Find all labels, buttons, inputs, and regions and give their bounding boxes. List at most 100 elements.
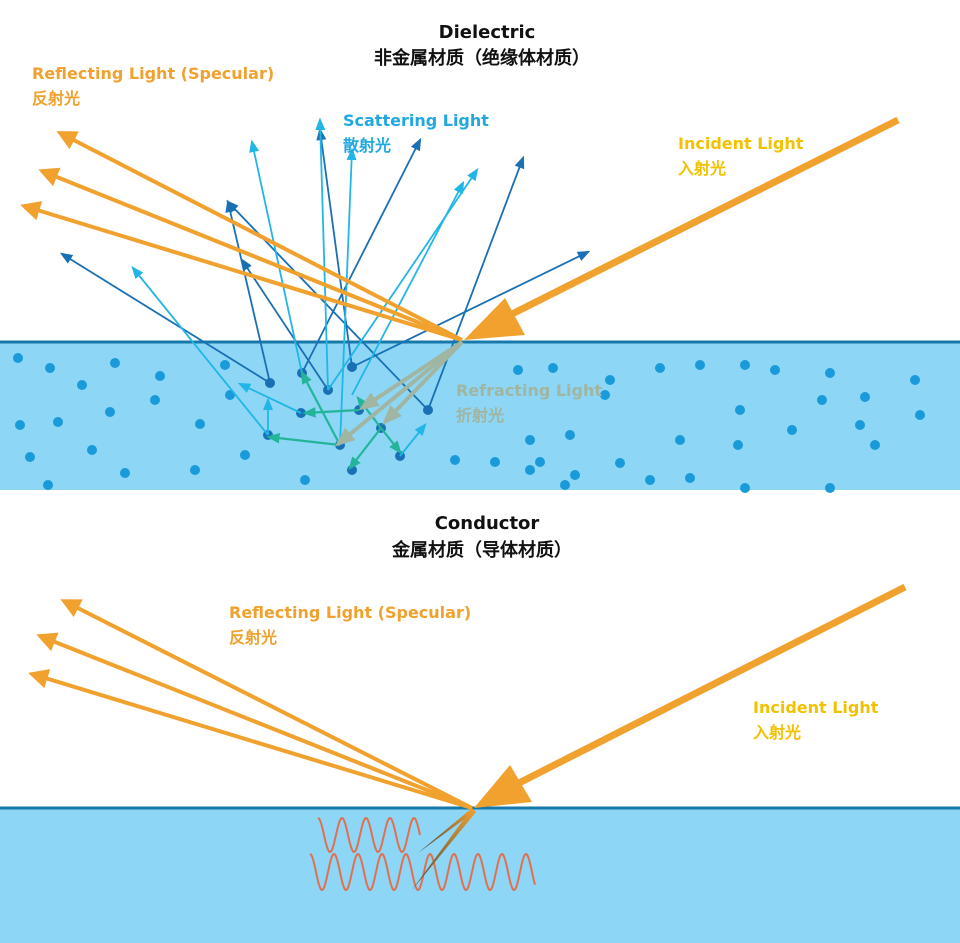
dielectric-reflect-label-cn: 反射光 bbox=[32, 89, 80, 108]
reflect-ray bbox=[28, 669, 473, 810]
conductor-incident-ray bbox=[474, 583, 907, 808]
particle bbox=[490, 457, 500, 467]
refracting-rays bbox=[334, 340, 464, 447]
scatter-label-cn: 散射光 bbox=[343, 136, 391, 155]
wave bbox=[317, 816, 421, 854]
particle bbox=[735, 405, 745, 415]
particle bbox=[195, 419, 205, 429]
particle bbox=[513, 365, 523, 375]
refract-label-cn: 折射光 bbox=[456, 406, 504, 425]
scatter-ray-light bbox=[237, 382, 302, 414]
particle bbox=[570, 470, 580, 480]
dielectric-reflect-label: Reflecting Light (Specular) bbox=[32, 64, 274, 83]
particle bbox=[560, 480, 570, 490]
reflect-ray bbox=[56, 131, 463, 342]
particle bbox=[120, 468, 130, 478]
dielectric-title: Dielectric bbox=[439, 22, 536, 43]
conductor-reflect-label-cn: 反射光 bbox=[229, 628, 277, 647]
scatter-label: Scattering Light bbox=[343, 111, 489, 130]
particle bbox=[675, 435, 685, 445]
scatter-ray-internal bbox=[348, 427, 382, 471]
particle bbox=[548, 363, 558, 373]
scatter-ray-internal bbox=[302, 407, 360, 418]
absorbed-waves bbox=[309, 816, 536, 892]
dielectric-incident-ray bbox=[464, 116, 900, 340]
particle bbox=[870, 440, 880, 450]
particle bbox=[525, 435, 535, 445]
particle bbox=[855, 420, 865, 430]
particle bbox=[910, 375, 920, 385]
conductor-incident-label-cn: 入射光 bbox=[753, 723, 801, 742]
particle bbox=[733, 440, 743, 450]
particle bbox=[190, 465, 200, 475]
particle bbox=[15, 420, 25, 430]
scatter-ray-light bbox=[399, 423, 427, 457]
dielectric-incident-label-cn: 入射光 bbox=[678, 159, 726, 178]
conductor-incident-label: Incident Light bbox=[753, 698, 879, 717]
scatter-ray-internal bbox=[300, 370, 341, 446]
reflect-ray bbox=[38, 167, 463, 342]
particle bbox=[605, 375, 615, 385]
particle bbox=[300, 475, 310, 485]
wave bbox=[309, 852, 536, 892]
particle bbox=[25, 452, 35, 462]
reflect-ray bbox=[36, 632, 473, 810]
particle bbox=[240, 450, 250, 460]
particle bbox=[535, 457, 545, 467]
particle bbox=[825, 368, 835, 378]
particle bbox=[825, 483, 835, 493]
refract-ray bbox=[358, 340, 464, 411]
scattering-rays bbox=[59, 117, 591, 475]
particle bbox=[817, 395, 827, 405]
scatter-ray-dark bbox=[351, 250, 591, 368]
absorbed-rays bbox=[412, 808, 476, 890]
scatter-ray-dark bbox=[316, 127, 353, 368]
particle bbox=[53, 417, 63, 427]
particle bbox=[150, 395, 160, 405]
particle bbox=[220, 360, 230, 370]
scatter-ray-dark bbox=[59, 252, 271, 384]
particle bbox=[770, 365, 780, 375]
scatter-ray-dark bbox=[427, 155, 525, 411]
particle bbox=[615, 458, 625, 468]
scatter-ray-light bbox=[315, 117, 329, 391]
scatter-ray-dark bbox=[240, 257, 329, 391]
particle bbox=[645, 475, 655, 485]
particle bbox=[43, 480, 53, 490]
scatter-ray-dark bbox=[225, 199, 271, 384]
particle bbox=[45, 363, 55, 373]
particle bbox=[450, 455, 460, 465]
particle bbox=[600, 390, 610, 400]
dielectric-medium bbox=[0, 342, 960, 490]
particle bbox=[787, 425, 797, 435]
particle bbox=[565, 430, 575, 440]
particle bbox=[740, 360, 750, 370]
dielectric-subtitle: 非金属材质（绝缘体材质） bbox=[374, 47, 590, 69]
dielectric-reflected-rays bbox=[20, 131, 463, 342]
particles bbox=[13, 353, 925, 493]
particle bbox=[105, 407, 115, 417]
scatter-ray-internal bbox=[380, 427, 402, 455]
scatter-ray-dark bbox=[301, 137, 422, 374]
particle bbox=[155, 371, 165, 381]
particle bbox=[110, 358, 120, 368]
dielectric-incident-label: Incident Light bbox=[678, 134, 804, 153]
particle bbox=[87, 445, 97, 455]
scatter-ray-light bbox=[351, 180, 465, 396]
particle bbox=[740, 483, 750, 493]
reflect-ray bbox=[60, 599, 473, 810]
particle bbox=[915, 410, 925, 420]
conductor-reflected-rays bbox=[28, 599, 473, 810]
scatter-ray-light bbox=[339, 147, 357, 446]
conductor-medium bbox=[0, 808, 960, 943]
conductor-subtitle: 金属材质（导体材质） bbox=[391, 539, 572, 561]
scatter-ray-light bbox=[249, 139, 303, 374]
scatter-ray-light bbox=[327, 167, 479, 391]
refract-label: Refracting Light bbox=[456, 381, 602, 400]
particle bbox=[685, 473, 695, 483]
particle bbox=[655, 363, 665, 373]
scatter-ray-light bbox=[131, 266, 269, 436]
reflect-ray bbox=[20, 201, 463, 342]
conductor-reflect-label: Reflecting Light (Specular) bbox=[229, 603, 471, 622]
